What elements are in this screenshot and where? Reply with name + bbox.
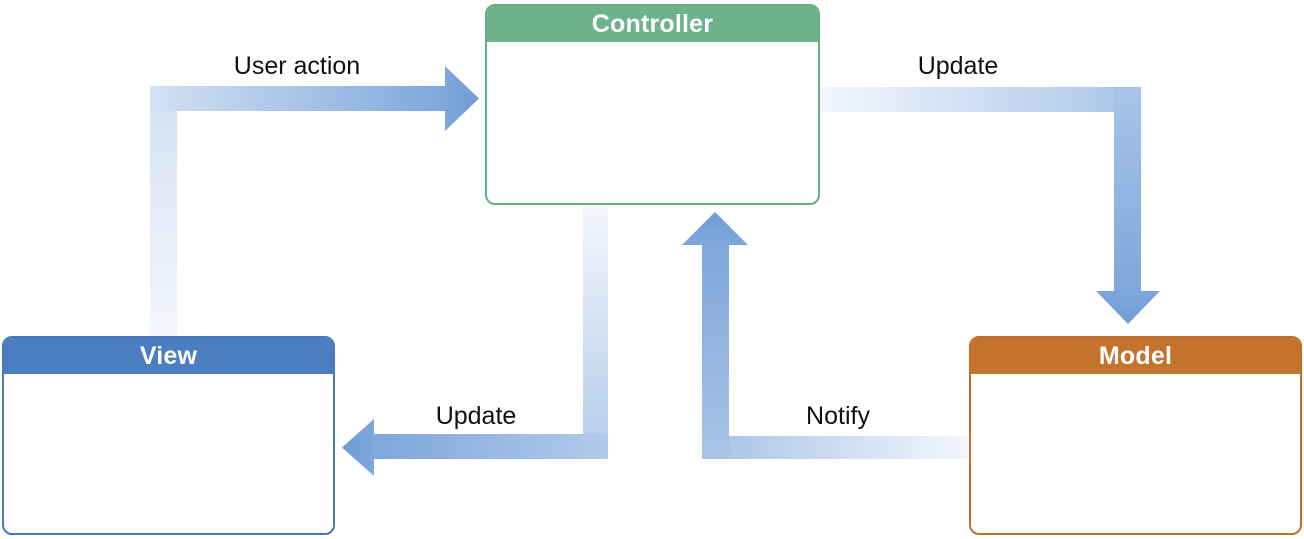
node-view: View bbox=[2, 336, 335, 535]
arrowhead-right-icon bbox=[445, 66, 479, 131]
edge-label-notify: Notify bbox=[806, 402, 870, 430]
arrowhead-up-icon bbox=[682, 212, 748, 245]
arrow-user-action bbox=[150, 66, 479, 336]
edge-label-update-model: Update bbox=[917, 52, 999, 80]
arrow-notify bbox=[682, 212, 969, 459]
node-model-title: Model bbox=[971, 338, 1300, 374]
arrow-update-view bbox=[342, 206, 608, 476]
arrowhead-down-icon bbox=[1096, 291, 1160, 324]
arrow-update-model bbox=[820, 87, 1160, 324]
node-view-title: View bbox=[4, 338, 333, 374]
arrowhead-left-icon bbox=[342, 419, 374, 476]
edge-label-update-view: Update bbox=[435, 402, 517, 430]
node-model: Model bbox=[969, 336, 1302, 535]
node-controller: Controller bbox=[485, 4, 820, 205]
node-controller-title: Controller bbox=[487, 6, 818, 42]
edge-label-user-action: User action bbox=[233, 52, 361, 80]
